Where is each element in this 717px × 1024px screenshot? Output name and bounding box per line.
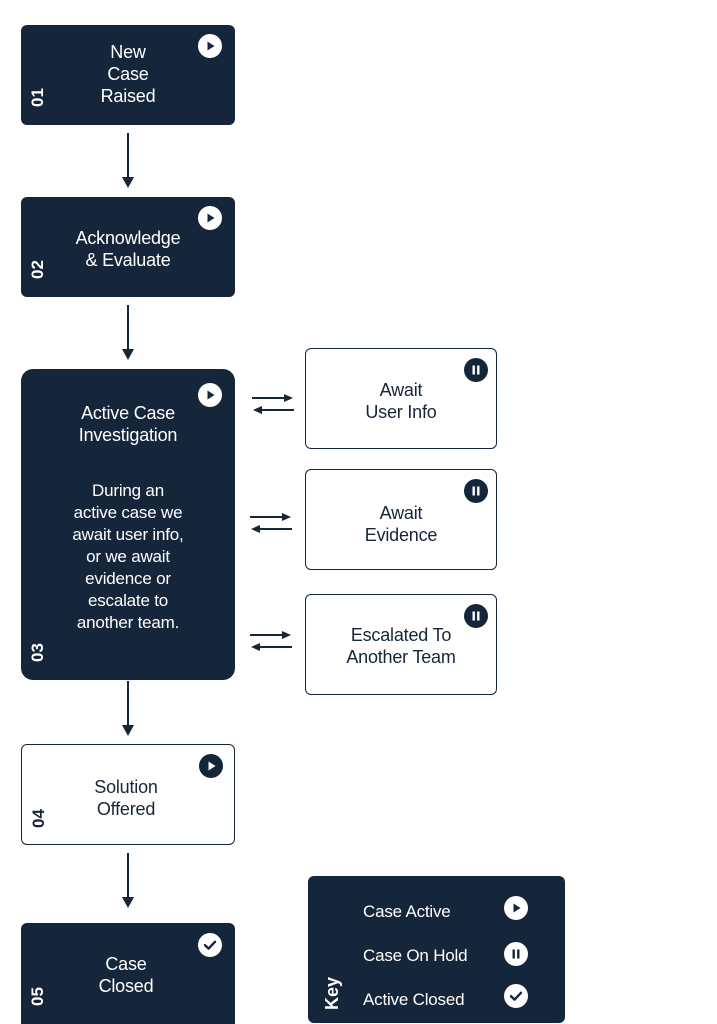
pause-icon [504,942,528,966]
bidirectional-arrow-user-info [252,393,294,415]
play-icon [198,34,222,58]
step-02-box: Acknowledge & Evaluate 02 [21,197,235,297]
step-02-label: Acknowledge & Evaluate [75,228,181,270]
step-03-label: Active Case Investigation [78,403,178,445]
substate-label: Await User Info [365,380,437,422]
flow-arrow-03-04 [121,681,135,737]
pause-icon [464,479,488,503]
legend-key: Case Active Case On Hold Active Closed [308,876,565,1023]
play-icon [198,206,222,230]
step-04-number: 04 [29,809,48,828]
play-icon [199,754,223,778]
key-title: Key [322,976,342,1010]
step-04-label: Solution Offered [94,777,158,819]
step-03-number: 03 [28,643,47,662]
key-item-label: Case On Hold [363,946,468,965]
substate-await-evidence: Await Evidence [305,469,497,570]
play-icon [198,383,222,407]
step-01-box: New Case Raised 01 [21,25,235,125]
step-03-box: Active Case Investigation During an acti… [21,369,235,680]
pause-icon [464,604,488,628]
step-05-label: Case Closed [98,954,154,996]
step-03-description: During an active case we await user info… [72,481,184,632]
flow-arrow-02-03 [121,305,135,361]
step-01-label: New Case Raised [100,42,156,106]
pause-icon [464,358,488,382]
substate-escalated: Escalated To Another Team [305,594,497,695]
step-05-box: Case Closed 05 [21,923,235,1024]
play-icon [504,896,528,920]
bidirectional-arrow-evidence [250,512,292,534]
key-item-label: Active Closed [363,990,465,1009]
check-icon [198,933,222,957]
substate-label: Escalated To Another Team [346,625,456,667]
bidirectional-arrow-escalated [250,630,292,652]
key-item-label: Case Active [363,902,451,921]
step-01-number: 01 [28,88,47,107]
check-icon [504,984,528,1008]
flow-arrow-04-05 [121,853,135,909]
step-05-number: 05 [28,987,47,1006]
step-02-number: 02 [28,260,47,279]
substate-label: Await Evidence [364,503,438,545]
flow-arrow-01-02 [121,133,135,189]
step-04-box: Solution Offered 04 [21,744,235,845]
substate-await-user-info: Await User Info [305,348,497,449]
